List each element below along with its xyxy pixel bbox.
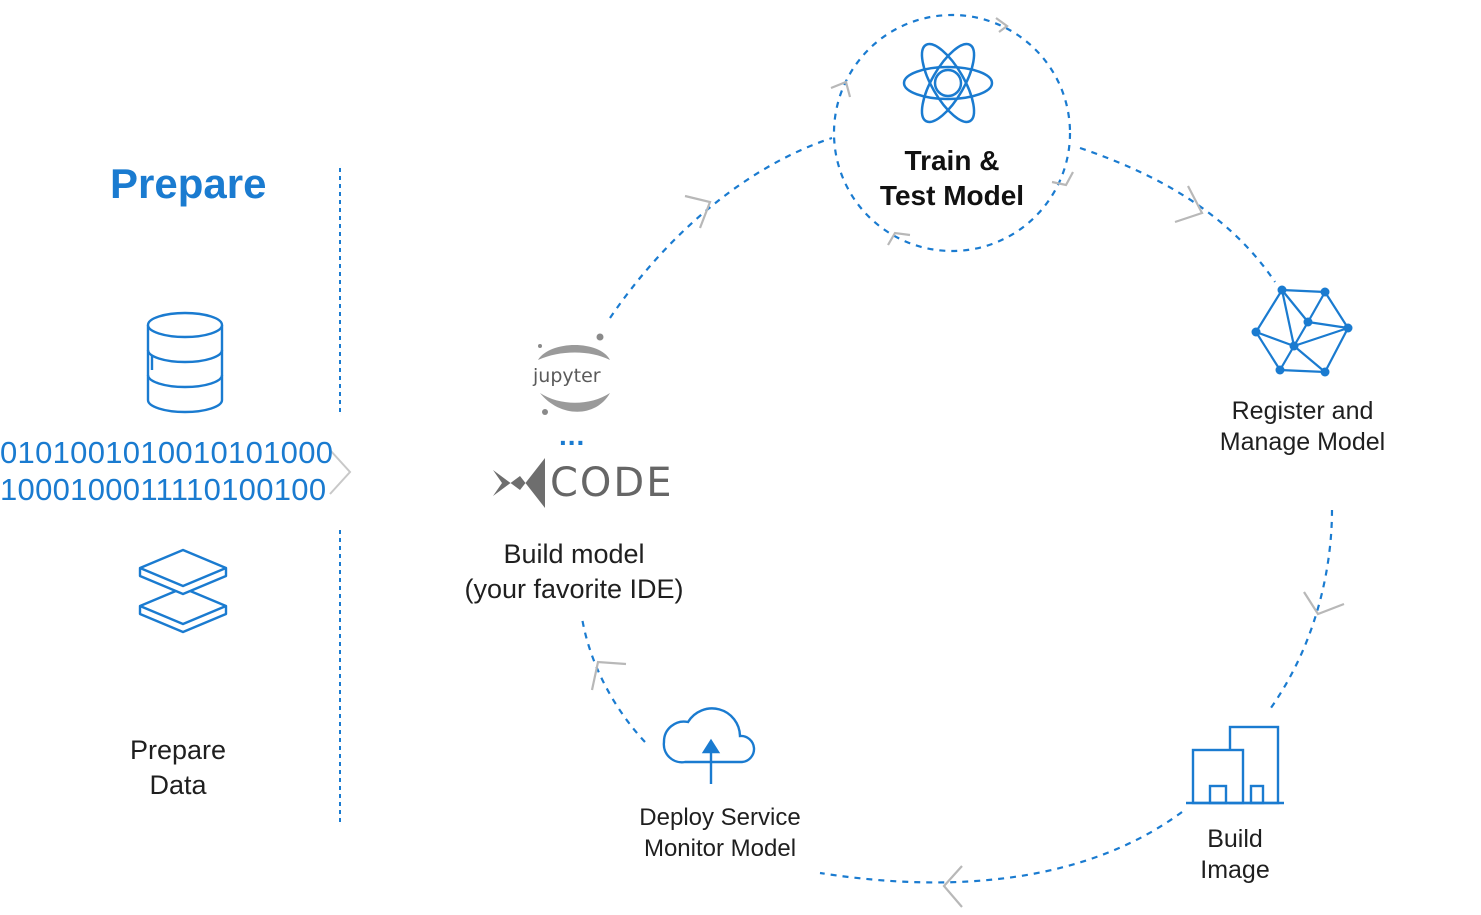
register-line-2: Manage Model — [1219, 428, 1386, 456]
binary-chevron — [329, 449, 352, 495]
deploy-line-2: Monitor Model — [643, 835, 797, 862]
arc-image-to-deploy — [819, 811, 1183, 884]
register-line-1: Register and — [1231, 397, 1374, 425]
flow-arrows — [590, 17, 1345, 908]
arrow-register — [1174, 185, 1204, 224]
build-model-label: Build model (your favorite IDE) — [445, 537, 703, 607]
binary-line-2: 1000100011110100100 — [0, 472, 327, 507]
prepare-data-line-1: Prepare — [129, 735, 227, 765]
build-image-label: Build Image — [1175, 824, 1295, 886]
arrow-deploy — [942, 865, 963, 908]
deploy-label: Deploy Service Monitor Model — [615, 802, 825, 864]
prepare-data-line-2: Data — [149, 770, 207, 800]
arrow-build-model — [590, 660, 627, 691]
arc-build-to-train — [609, 136, 833, 319]
prepare-title: Prepare — [110, 160, 267, 207]
train-circle — [832, 13, 1072, 253]
deploy-line-1: Deploy Service — [639, 804, 801, 831]
register-label: Register and Manage Model — [1190, 396, 1415, 458]
build-model-line-1: Build model — [503, 539, 645, 569]
train-line-1: Train & — [904, 145, 1000, 176]
binary-data: 0101001010010101000 1000100011110100100 — [0, 434, 333, 508]
vscode-logo-icon — [493, 458, 545, 508]
prepare-data-label: Prepare Data — [98, 733, 258, 803]
arrow-train-left — [830, 80, 852, 98]
atom-icon — [902, 42, 994, 124]
jupyter-logo-text: jupyter — [533, 365, 601, 387]
arrow-train — [684, 194, 712, 229]
build-model-line-2: (your favorite IDE) — [464, 574, 684, 604]
arrow-train-top — [995, 17, 1009, 33]
lifecycle-path — [580, 136, 1334, 884]
train-label: Train & Test Model — [852, 143, 1052, 213]
arrow-build-image — [1303, 591, 1345, 616]
arrow-train-bottom — [887, 231, 911, 246]
database-icon — [146, 311, 224, 414]
vscode-logo-text: CODE — [550, 460, 674, 506]
train-line-2: Test Model — [879, 180, 1025, 211]
build-image-line-1: Build — [1207, 825, 1263, 853]
network-icon — [1251, 285, 1353, 377]
build-image-line-2: Image — [1200, 856, 1270, 884]
cloud-upload-icon — [662, 707, 756, 784]
ide-ellipsis: ... — [559, 420, 586, 451]
arrow-train-right — [1051, 171, 1074, 187]
binary-line-1: 0101001010010101000 — [0, 435, 334, 470]
jupyter-logo-icon — [538, 333, 610, 415]
buildings-icon — [1186, 725, 1284, 805]
arc-train-to-register — [1079, 146, 1276, 283]
arc-deploy-to-build — [580, 617, 646, 743]
arc-register-to-image — [1267, 509, 1334, 713]
layers-icon — [138, 548, 228, 634]
